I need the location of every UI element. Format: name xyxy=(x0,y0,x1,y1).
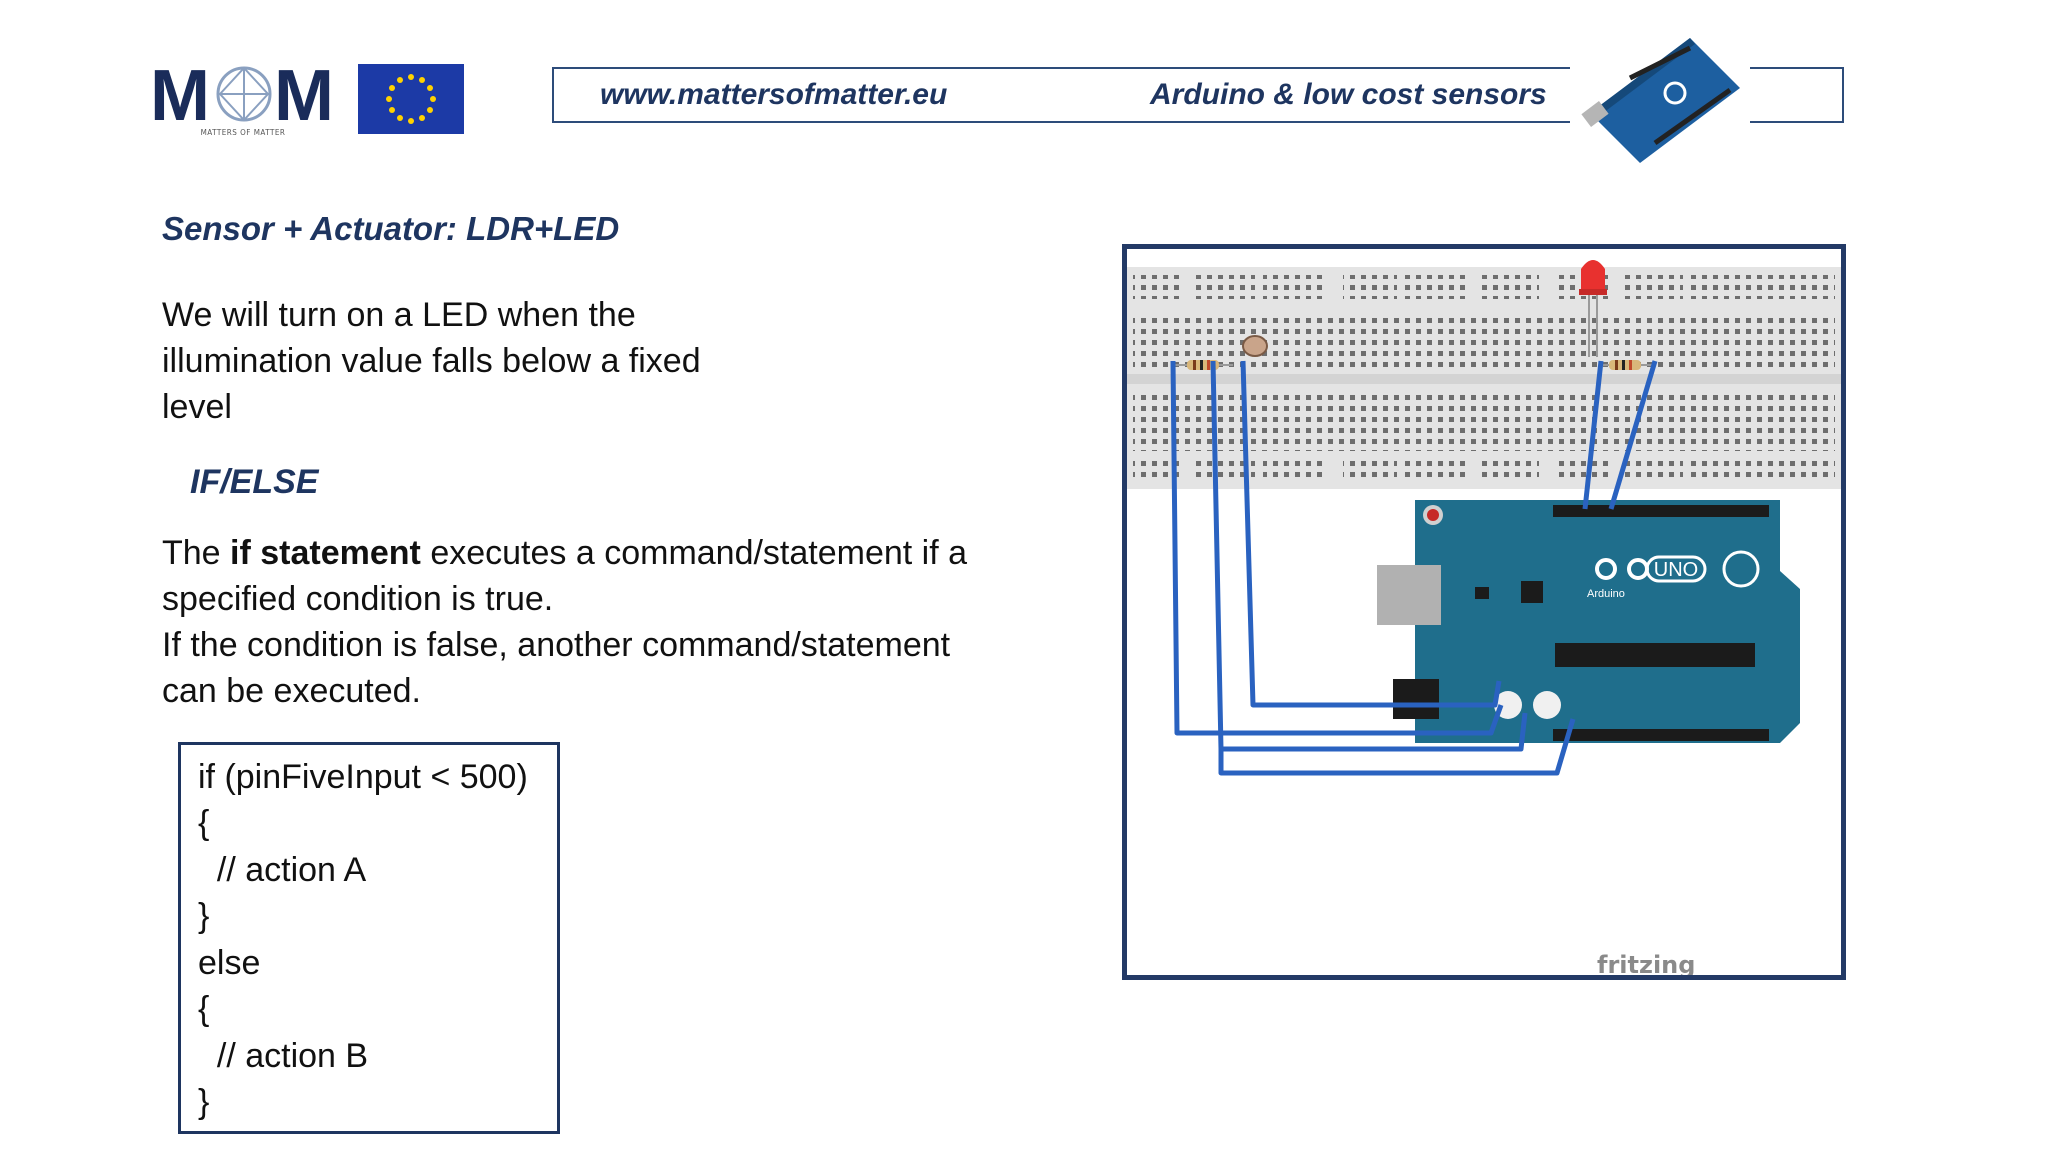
led xyxy=(1579,260,1607,357)
mom-logo-subtext: MATTERS OF MATTER xyxy=(200,128,286,137)
code-line: { xyxy=(198,804,210,842)
code-line: // action B xyxy=(198,1037,369,1075)
section-title: Sensor + Actuator: LDR+LED xyxy=(162,210,620,247)
code-line: } xyxy=(198,897,210,935)
explain-bold: if statement xyxy=(230,534,421,572)
explain-line-1: The if statement executes a command/stat… xyxy=(162,530,1042,576)
explain-line-4: can be executed. xyxy=(162,672,421,710)
circuit-drawing: UNO Arduino fritzing xyxy=(1127,260,1841,975)
svg-text:M: M xyxy=(150,58,210,128)
ldr-sensor xyxy=(1242,335,1268,357)
explain-part2: executes a command/statement if a xyxy=(420,534,968,572)
website-url[interactable]: www.mattersofmatter.eu xyxy=(600,78,948,111)
code-line: } xyxy=(198,1083,210,1121)
intro-paragraph: We will turn on a LED when the illuminat… xyxy=(162,292,762,430)
explain-line-2: specified condition is true. xyxy=(162,580,554,618)
resistor-2 xyxy=(1599,360,1655,370)
fritzing-watermark: fritzing xyxy=(1597,951,1695,975)
eu-flag-icon xyxy=(358,64,464,134)
code-line: // action A xyxy=(198,851,367,889)
board-logo: UNO xyxy=(1654,559,1698,581)
if-explanation: The if statement executes a command/stat… xyxy=(162,530,1042,714)
if-else-heading: IF/ELSE xyxy=(190,463,319,501)
code-box: if (pinFiveInput < 500) { // action A } … xyxy=(178,742,560,1134)
circuit-diagram: UNO Arduino fritzing xyxy=(1122,244,1846,980)
explain-part1: The xyxy=(162,534,231,572)
header-title: Arduino & low cost sensors xyxy=(1150,78,1547,111)
code-line: { xyxy=(198,990,210,1028)
jumper-wires xyxy=(1170,360,1658,776)
code-line: if (pinFiveInput < 500) xyxy=(198,758,528,796)
mom-logo-graphic: M M xyxy=(150,58,334,128)
intro-line: We will turn on a LED when the xyxy=(162,296,636,334)
arduino-uno-board: UNO Arduino xyxy=(1377,500,1800,743)
mom-logo: M M MATTERS OF MATTER xyxy=(150,58,336,142)
intro-line: level xyxy=(162,388,232,426)
code-line: else xyxy=(198,944,261,982)
board-brand: Arduino xyxy=(1587,588,1625,600)
intro-line: illumination value falls below a fixed xyxy=(162,342,701,380)
explain-line-3: If the condition is false, another comma… xyxy=(162,626,951,664)
arduino-board-icon xyxy=(1570,18,1750,168)
svg-text:M: M xyxy=(274,58,334,128)
